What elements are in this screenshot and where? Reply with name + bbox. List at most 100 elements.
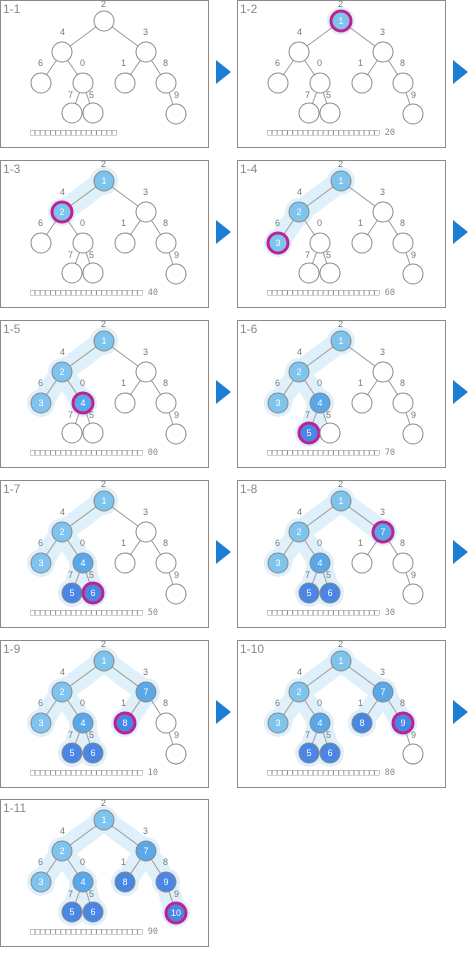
edge-weight-label: 5 — [89, 410, 94, 420]
edge-weight-label: 3 — [143, 347, 148, 357]
edge-weight-label: 5 — [89, 250, 94, 260]
tree-node — [82, 422, 104, 444]
tree-node — [351, 72, 373, 94]
tree-node — [72, 712, 94, 734]
edge-weight-label: 8 — [163, 378, 168, 388]
edge-weight-label: 3 — [143, 826, 148, 836]
current-tree-node — [266, 231, 290, 255]
edge-weight-label: 5 — [326, 250, 331, 260]
triangle-right-arrow-icon — [216, 380, 231, 404]
root-label: 2 — [338, 479, 343, 489]
edge-weight-label: 7 — [68, 570, 73, 580]
node-order-number: 1 — [101, 656, 106, 666]
tree-node — [114, 72, 136, 94]
edge-weight-label: 4 — [60, 826, 65, 836]
edge-weight-label: 9 — [411, 250, 416, 260]
tree-node — [319, 422, 341, 444]
root-label: 2 — [338, 639, 343, 649]
panel-caption: □□□□□□□□□□□□□□□□□□□□□□ 70 — [267, 448, 395, 458]
root-label: 2 — [338, 319, 343, 329]
edge-weight-label: 5 — [326, 90, 331, 100]
tree-node — [72, 871, 94, 893]
tree-node — [135, 201, 157, 223]
edge-weight-label: 6 — [275, 378, 280, 388]
edge-weight-label: 9 — [411, 90, 416, 100]
tree-node — [288, 521, 310, 543]
tree-node — [82, 901, 104, 923]
panel-caption: □□□□□□□□□□□□□□□□□□□□□□ 20 — [267, 128, 395, 138]
edge-weight-label: 3 — [143, 507, 148, 517]
panel-label: 1-6 — [240, 322, 258, 336]
tree-node — [82, 262, 104, 284]
tree-node — [402, 103, 424, 125]
tree-node — [267, 552, 289, 574]
edge-weight-label: 8 — [163, 218, 168, 228]
edge-weight-label: 8 — [400, 58, 405, 68]
tree-node — [61, 102, 83, 124]
node-order-number: 1 — [338, 16, 343, 26]
node-order-number: 3 — [38, 398, 43, 408]
edge-weight-label: 1 — [358, 378, 363, 388]
tree-node — [309, 552, 331, 574]
node-order-number: 5 — [69, 748, 74, 758]
tree-node — [372, 681, 394, 703]
panel-label: 1-8 — [240, 482, 258, 496]
current-tree-node — [297, 421, 321, 445]
edge-weight-label: 1 — [358, 698, 363, 708]
edge-weight-label: 7 — [305, 730, 310, 740]
edge-weight-label: 7 — [305, 570, 310, 580]
panel-label: 1-1 — [3, 2, 21, 16]
tree-node — [402, 583, 424, 605]
edge-weight-label: 1 — [121, 58, 126, 68]
node-order-number: 5 — [69, 588, 74, 598]
node-order-number: 4 — [317, 718, 322, 728]
edge-weight-label: 6 — [275, 698, 280, 708]
root-label: 2 — [101, 319, 106, 329]
tree-node — [319, 102, 341, 124]
triangle-right-arrow-icon — [453, 220, 468, 244]
edge-weight-label: 6 — [275, 538, 280, 548]
node-order-number: 8 — [359, 718, 364, 728]
panel-label: 1-10 — [240, 642, 264, 656]
panel-caption: □□□□□□□□□□□□□□□□□□□□□□ 50 — [30, 608, 158, 618]
edge-weight-label: 3 — [143, 667, 148, 677]
edge-weight-label: 0 — [317, 698, 322, 708]
edge-weight-label: 7 — [305, 410, 310, 420]
node-order-number: 6 — [327, 588, 332, 598]
edge-weight-label: 4 — [297, 507, 302, 517]
edge-weight-label: 3 — [380, 507, 385, 517]
edge-weight-label: 9 — [174, 250, 179, 260]
edge-weight-label: 6 — [275, 58, 280, 68]
triangle-right-arrow-icon — [216, 540, 231, 564]
node-order-number: 5 — [69, 907, 74, 917]
tree-node — [82, 742, 104, 764]
triangle-right-arrow-icon — [453, 60, 468, 84]
edge-weight-label: 7 — [305, 250, 310, 260]
panel-caption: □□□□□□□□□□□□□□□□□□□□□□ 90 — [30, 927, 158, 937]
edge-weight-label: 1 — [121, 698, 126, 708]
tree-node — [288, 201, 310, 223]
root-label: 2 — [338, 159, 343, 169]
edge-weight-label: 1 — [121, 218, 126, 228]
tree-node — [114, 552, 136, 574]
node-order-number: 10 — [171, 908, 181, 918]
tree-node — [72, 72, 94, 94]
edge-weight-label: 5 — [326, 570, 331, 580]
tree-node — [288, 681, 310, 703]
tree-node — [402, 263, 424, 285]
edge-weight-label: 9 — [174, 410, 179, 420]
panel-label: 1-7 — [3, 482, 21, 496]
node-order-number: 7 — [380, 687, 385, 697]
edge-weight-label: 0 — [317, 538, 322, 548]
tree-node — [330, 330, 352, 352]
node-order-number: 6 — [90, 588, 95, 598]
tree-node — [93, 650, 115, 672]
node-order-number: 8 — [122, 718, 127, 728]
node-order-number: 3 — [38, 877, 43, 887]
tree-node — [51, 521, 73, 543]
tree-node — [61, 901, 83, 923]
node-order-number: 4 — [317, 558, 322, 568]
tree-node — [319, 742, 341, 764]
